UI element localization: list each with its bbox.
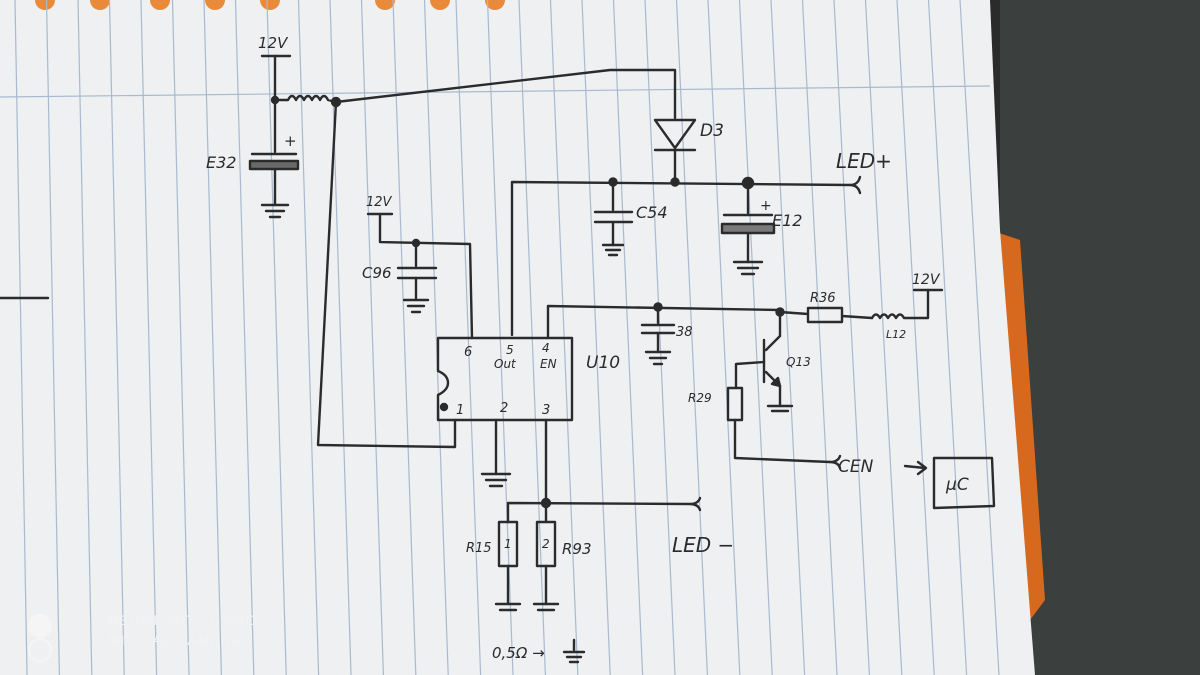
rule-line — [423, 0, 449, 675]
label-e12-plus: + — [760, 198, 772, 214]
d3-junction — [670, 177, 680, 187]
label-pin4-en: EN — [540, 357, 557, 371]
rule-line — [392, 0, 417, 675]
q-collector — [764, 334, 782, 352]
rule-line — [360, 0, 384, 675]
wire-to-d3 — [334, 68, 677, 120]
mcu-box — [932, 456, 996, 510]
rule-line — [864, 0, 903, 675]
rule-line — [959, 0, 1000, 675]
rule-line — [675, 0, 708, 675]
label-pin5-out: Out — [494, 357, 517, 371]
rule-line — [612, 0, 644, 675]
label-led-plus: LED+ — [836, 149, 892, 173]
label-u10: U10 — [586, 353, 620, 373]
watermark-line1: REDMI NOTE 6 PRO — [108, 612, 258, 628]
margin-line — [0, 85, 991, 98]
wire-pin1 — [316, 100, 457, 449]
rule-line — [770, 0, 806, 675]
label-mcu: μC — [945, 475, 969, 495]
label-12v-l12: 12V — [912, 272, 941, 288]
label-pin3: 3 — [542, 403, 550, 418]
rule-line — [203, 0, 222, 675]
label-led-minus: LED − — [672, 533, 734, 557]
rule-line — [329, 0, 352, 675]
rule-line — [140, 0, 158, 675]
label-bottom-note: 0,5Ω → — [492, 644, 545, 662]
led-plus-terminal — [848, 175, 862, 195]
label-pin6: 6 — [464, 345, 472, 360]
label-12v-c96: 12V — [366, 195, 393, 210]
rule-line — [266, 0, 287, 675]
schematic-labels: 12V + E32 D3 LED+ C54 + E12 12V C96 6 5 … — [206, 34, 969, 662]
wire-en — [546, 304, 782, 340]
label-12v-top: 12V — [258, 34, 289, 52]
watermark-dot-ring — [28, 638, 52, 662]
wire-r36-right — [840, 314, 874, 320]
q-base-wire — [734, 360, 766, 390]
label-r36: R36 — [810, 291, 836, 306]
l12-inductor — [870, 288, 930, 320]
label-e32: E32 — [206, 153, 236, 172]
spiral-holes — [35, 0, 505, 10]
rule-line — [14, 0, 28, 675]
inductor-top — [273, 94, 338, 104]
label-r93-mark: 2 — [542, 537, 550, 551]
label-pin4: 4 — [542, 341, 550, 355]
cen-terminal — [828, 454, 842, 470]
watermark-line2: MI DUAL CAMERA — [108, 632, 243, 648]
rule-line — [738, 0, 773, 675]
rule-line — [896, 0, 935, 675]
rule-line — [927, 0, 968, 675]
rule-line — [644, 0, 676, 675]
label-l12: L12 — [886, 328, 906, 341]
wire-cen — [733, 418, 832, 464]
label-e12: E12 — [772, 211, 802, 230]
wire-pin6 — [378, 212, 474, 340]
watermark-text: REDMI NOTE 6 PRO MI DUAL CAMERA — [108, 610, 258, 650]
label-e32-plus: + — [284, 132, 297, 150]
label-pin2: 2 — [500, 401, 508, 416]
pin1-dot — [439, 402, 449, 412]
label-r29: R29 — [688, 391, 712, 405]
rule-line — [581, 0, 611, 675]
u10-ic-body — [436, 336, 574, 422]
label-q13: Q13 — [786, 355, 811, 369]
label-c38: 38 — [676, 325, 693, 340]
q-emitter-arrow — [770, 376, 782, 388]
label-c54: C54 — [636, 203, 668, 222]
cen-arrow-head — [916, 460, 928, 476]
label-d3: D3 — [700, 121, 724, 141]
rule-line — [108, 0, 125, 675]
schematic — [0, 54, 996, 664]
cen-arrow-shaft — [903, 464, 927, 470]
label-cen: CEN — [838, 457, 874, 477]
label-pin1: 1 — [456, 403, 464, 418]
watermark-dot-filled — [28, 614, 52, 638]
label-c96: C96 — [362, 264, 392, 282]
rule-line — [77, 0, 93, 675]
rule-line — [171, 0, 190, 675]
rule-line — [45, 0, 60, 675]
rule-line — [234, 0, 255, 675]
label-r15-mark: 1 — [504, 537, 512, 551]
e12-plate-bottom — [720, 222, 776, 235]
label-pin5: 5 — [506, 343, 514, 357]
led-minus-terminal — [688, 496, 702, 512]
wire-r36-left — [778, 310, 810, 316]
e32-plate-bottom — [248, 159, 300, 171]
led-plus-rail — [510, 180, 852, 337]
d3-diode-body — [653, 118, 697, 150]
watermark-logo — [28, 614, 58, 662]
label-r93: R93 — [562, 540, 592, 558]
rule-line — [801, 0, 838, 675]
rule-line — [297, 0, 320, 675]
label-r15: R15 — [466, 541, 492, 556]
led-minus-rail — [506, 501, 692, 524]
rule-line — [833, 0, 870, 675]
rule-line — [707, 0, 741, 675]
